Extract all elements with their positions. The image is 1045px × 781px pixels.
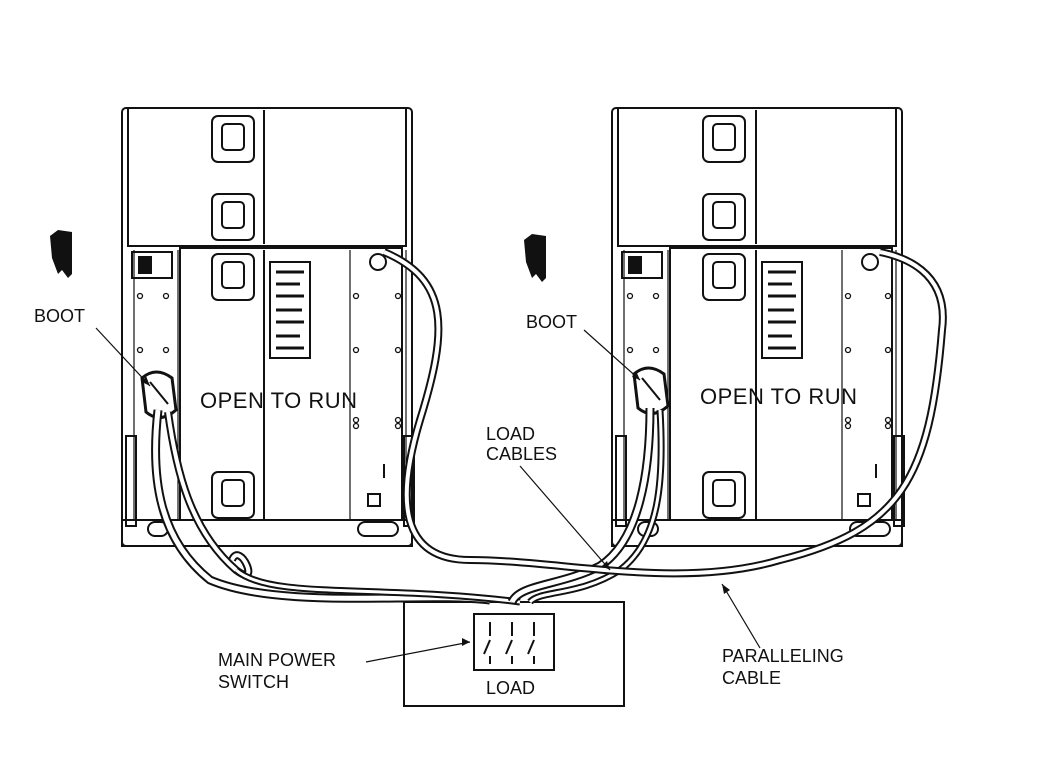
boot-label-right: BOOT: [526, 312, 577, 332]
main-power-switch-label-line1: MAIN POWER: [218, 650, 336, 670]
boot-label-left: BOOT: [34, 306, 85, 326]
load-box: [403, 601, 625, 707]
main-power-switch-label-line2: SWITCH: [218, 672, 289, 692]
paralleling-cable: [382, 248, 947, 578]
generator-unit-right: [611, 107, 905, 547]
load-cable-left: [151, 409, 521, 606]
generator-unit-left: [121, 107, 415, 547]
three-pole-switch-icon: [473, 613, 555, 671]
paralleling-cable-label-line2: CABLE: [722, 668, 781, 688]
boot-connector-left: [140, 370, 178, 419]
panel-label-right: OPEN TO RUN: [700, 384, 858, 409]
load-cables-label-line2: CABLES: [486, 444, 557, 464]
load-box-label: LOAD: [486, 678, 535, 698]
load-cables-label-line1: LOAD: [486, 424, 535, 444]
paralleling-cable-label-line1: PARALLELING: [722, 646, 844, 666]
panel-label-left: OPEN TO RUN: [200, 388, 358, 413]
leader-lines: [95, 327, 761, 663]
pointing-hand-icon: [524, 234, 546, 282]
leader-arrowheads: [142, 371, 730, 646]
pointing-hand-icon: [50, 230, 72, 278]
boot-connector-right: [632, 366, 670, 415]
